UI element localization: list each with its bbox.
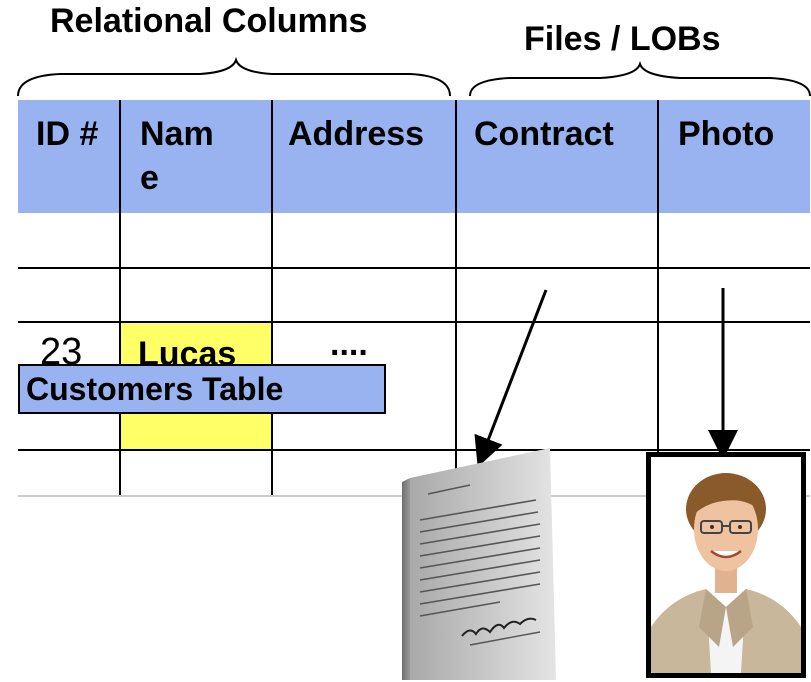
- files-lobs-label: Files / LOBs: [524, 20, 721, 58]
- header-address: Address: [272, 100, 456, 213]
- header-photo: Photo: [658, 100, 810, 213]
- header-name: Name: [120, 100, 272, 213]
- relational-brace: [17, 56, 451, 97]
- group-braces: [17, 56, 811, 97]
- row-divider: [18, 449, 810, 451]
- column-divider: [119, 100, 121, 497]
- signature: [461, 617, 537, 637]
- header-contract: Contract: [456, 100, 658, 213]
- column-divider: [657, 100, 659, 497]
- column-divider: [271, 100, 273, 497]
- person-photo: [646, 452, 806, 678]
- relational-columns-label: Relational Columns: [50, 2, 368, 40]
- files-brace: [469, 60, 811, 97]
- customers-table-caption: Customers Table: [18, 364, 386, 414]
- header-id: ID #: [18, 100, 120, 213]
- row-divider: [18, 321, 810, 323]
- row-divider: [18, 267, 810, 269]
- row-address-value: ....: [330, 325, 368, 363]
- customers-table: ID # Name Address Contract Photo 23 Luca…: [18, 100, 810, 497]
- column-divider: [455, 100, 457, 497]
- contract-arrow: [474, 289, 548, 468]
